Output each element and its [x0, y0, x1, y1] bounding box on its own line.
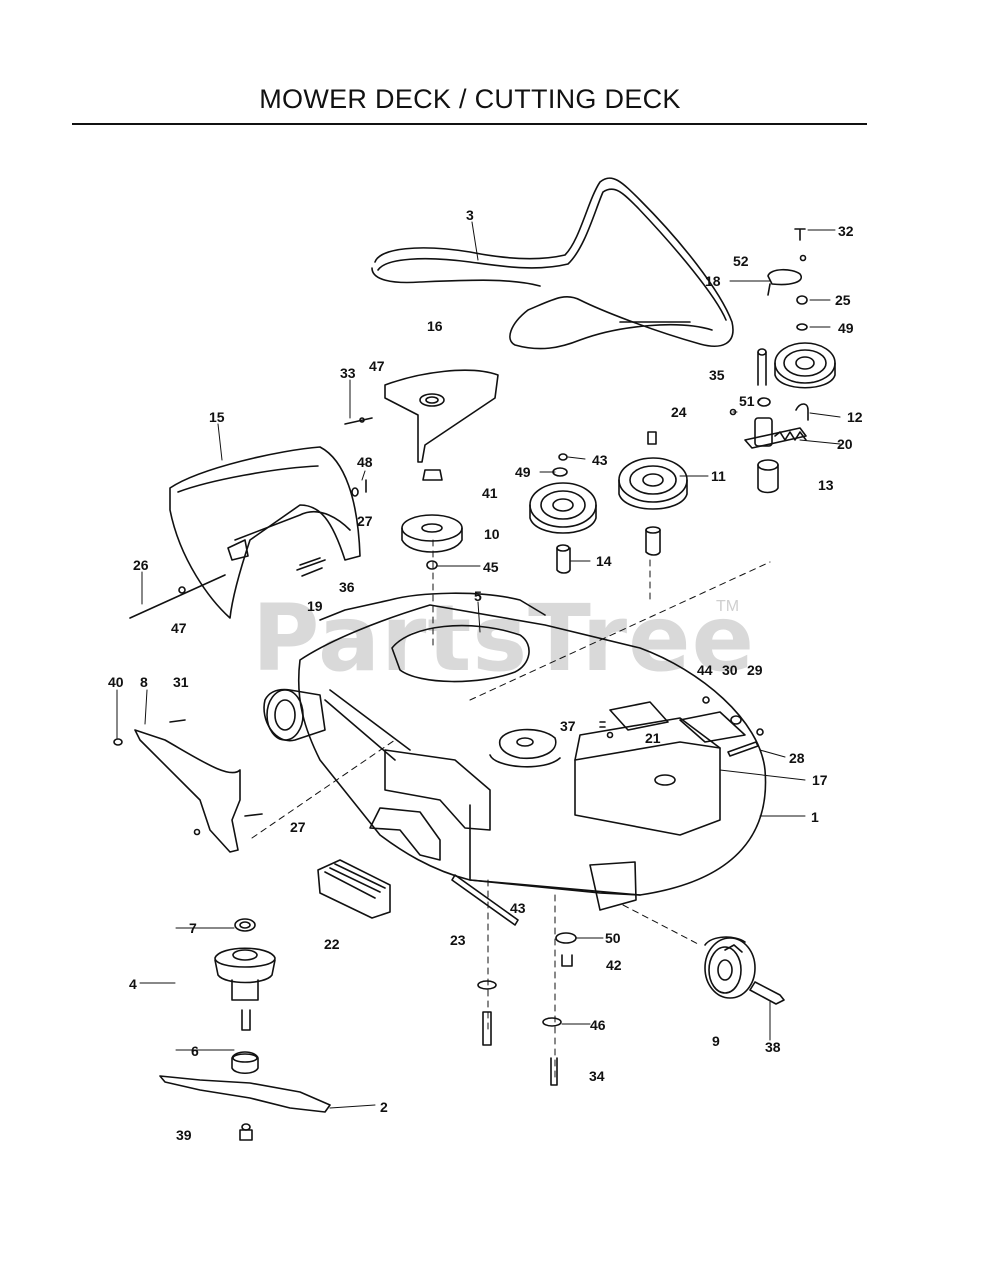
callout-25: 25: [835, 292, 851, 308]
callout-5: 5: [474, 588, 482, 604]
callout-8: 8: [140, 674, 148, 690]
callout-40: 40: [108, 674, 124, 690]
callout-43a: 43: [592, 452, 608, 468]
watermark: PartsTree: [252, 585, 755, 692]
callout-15: 15: [209, 409, 225, 425]
belt: [371, 177, 734, 350]
callout-38: 38: [765, 1039, 781, 1055]
hardware: [451, 721, 614, 1086]
callout-43b: 43: [510, 900, 526, 916]
callout-46: 46: [590, 1017, 606, 1033]
callout-28: 28: [789, 750, 805, 766]
callout-35: 35: [709, 367, 725, 383]
discharge-chute: [129, 446, 367, 619]
callout-49b: 49: [515, 464, 531, 480]
callout-30: 30: [722, 662, 738, 678]
callout-44: 44: [697, 662, 713, 678]
spindle: [159, 918, 331, 1141]
callout-12: 12: [847, 409, 863, 425]
callout-27b: 27: [290, 819, 306, 835]
callout-11: 11: [711, 468, 726, 484]
callout-27a: 27: [357, 513, 373, 529]
callout-19: 19: [307, 598, 323, 614]
idler-bracket-small: [767, 228, 808, 331]
callout-9: 9: [712, 1033, 720, 1049]
callout-20: 20: [837, 436, 853, 452]
callout-32: 32: [838, 223, 854, 239]
callout-31: 31: [173, 674, 189, 690]
callout-13: 13: [818, 477, 834, 493]
callout-41: 41: [482, 485, 498, 501]
callout-7: 7: [189, 920, 197, 936]
callout-14: 14: [596, 553, 612, 569]
callout-52: 52: [733, 253, 749, 269]
rear-hardware: [702, 696, 764, 757]
belt-guard: [344, 369, 499, 463]
callout-26: 26: [133, 557, 149, 573]
callout-6: 6: [191, 1043, 199, 1059]
callout-10: 10: [484, 526, 500, 542]
callout-23: 23: [450, 932, 466, 948]
callout-17: 17: [812, 772, 828, 788]
tension-arm: [729, 403, 809, 494]
callout-48: 48: [357, 454, 373, 470]
deck-shell: [263, 592, 767, 911]
anti-scalp-bracket: [113, 719, 263, 853]
callout-47b: 47: [171, 620, 187, 636]
callout-22: 22: [324, 936, 340, 952]
callout-45: 45: [483, 559, 499, 575]
baffle: [317, 859, 391, 919]
pulley-left-flat: [529, 453, 597, 574]
callout-51: 51: [739, 393, 755, 409]
callout-4: 4: [129, 976, 137, 992]
title-rule: [72, 123, 867, 125]
callout-18: 18: [705, 273, 721, 289]
callout-50: 50: [605, 930, 621, 946]
idler-pulley-right: [757, 342, 836, 407]
callout-1: 1: [811, 809, 819, 825]
callout-24: 24: [671, 404, 687, 420]
callout-39: 39: [176, 1127, 192, 1143]
callout-42: 42: [606, 957, 622, 973]
callout-36: 36: [339, 579, 355, 595]
callout-3: 3: [466, 207, 474, 223]
callout-2: 2: [380, 1099, 388, 1115]
pulley-right-flat: [618, 431, 688, 556]
callout-33: 33: [340, 365, 356, 381]
page-title: MOWER DECK / CUTTING DECK: [259, 84, 681, 114]
watermark-tm: TM: [716, 598, 740, 615]
pulley-center: [401, 469, 463, 570]
callout-37: 37: [560, 718, 576, 734]
callout-21: 21: [645, 730, 661, 746]
callout-29: 29: [747, 662, 763, 678]
callout-47a: 47: [369, 358, 385, 374]
callout-34: 34: [589, 1068, 605, 1084]
callout-49a: 49: [838, 320, 854, 336]
callout-16: 16: [427, 318, 443, 334]
gauge-wheel: [704, 936, 785, 1005]
